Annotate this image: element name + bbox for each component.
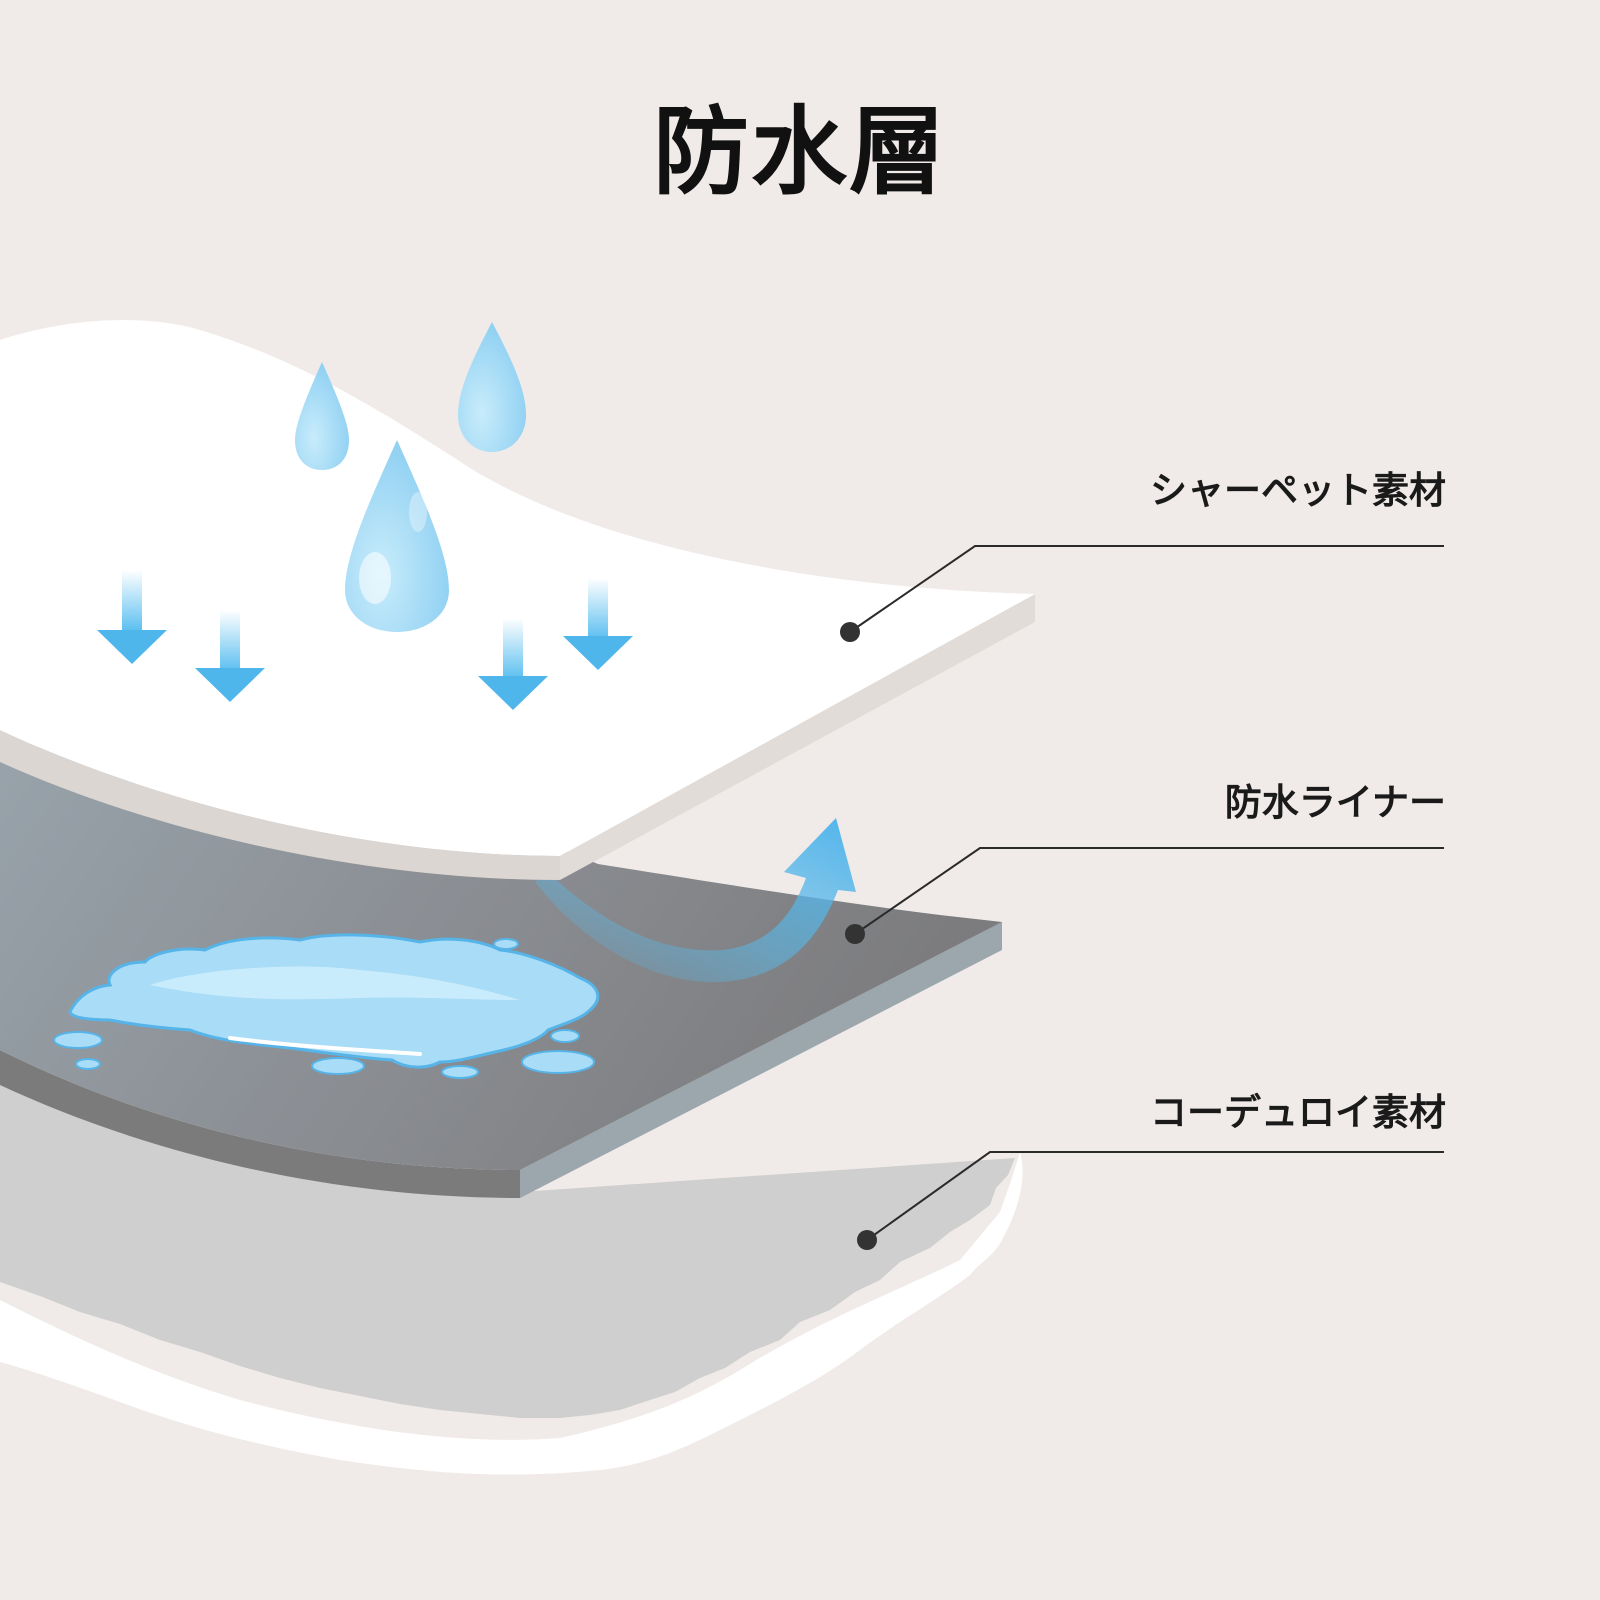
top-layer-front-edge <box>560 594 1035 880</box>
curved-up-arrow-icon <box>535 818 856 983</box>
top-layer <box>0 319 1035 880</box>
page-title: 防水層 <box>653 96 947 208</box>
leader-line-middle <box>854 847 1444 935</box>
middle-layer-front-edge <box>520 922 1002 1198</box>
bottom-layer-surface <box>0 1070 1015 1418</box>
water-drop-icon <box>295 322 526 632</box>
label-middle-layer: 防水ライナー <box>1224 781 1446 824</box>
label-bottom-layer: コーデュロイ素材 <box>1150 1091 1446 1134</box>
bottom-layer <box>0 1070 1023 1475</box>
down-arrow-icon <box>97 570 633 710</box>
label-top-layer: シャーペット素材 <box>1150 469 1446 512</box>
bottom-layer-fluff <box>0 1152 1023 1475</box>
leader-dot-top <box>840 622 860 642</box>
top-layer-side <box>0 730 560 880</box>
middle-layer-side <box>0 1050 520 1198</box>
water-puddle-icon <box>53 933 600 1079</box>
leader-lines <box>840 545 1444 1250</box>
leader-dot-middle <box>845 924 865 944</box>
leader-line-top <box>849 545 1444 633</box>
leader-dot-bottom <box>857 1230 877 1250</box>
top-layer-surface <box>0 319 1035 856</box>
leader-line-bottom <box>866 1151 1444 1241</box>
